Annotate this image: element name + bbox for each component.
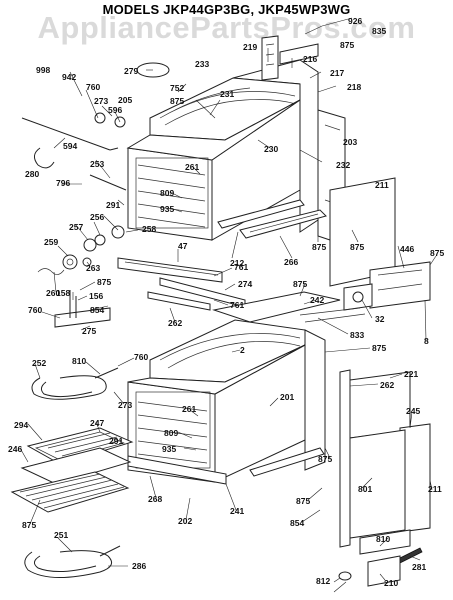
callout-875: 875 [293,279,307,289]
callout-263: 263 [86,263,100,273]
callout-281: 210 [384,578,398,588]
callout-2: 2 [240,345,245,355]
callout-286: 281 [412,562,426,572]
callout-935: 935 [162,444,176,454]
callout-245: 245 [406,406,420,416]
callout-596: 596 [108,105,122,115]
callout-760: 760 [134,352,148,362]
callout-256: 256 [90,212,104,222]
callout-875: 875 [296,496,310,506]
callout-875: 875 [350,242,364,252]
callout-875: 875 [430,248,444,258]
callout-268: 268 [148,494,162,504]
callout-752: 752 [170,83,184,93]
callout-266: 266 [284,257,298,267]
callout-labels: 926 835 875 219 216 217 218 998 942 279 … [8,16,444,588]
callout-232: 232 [336,160,350,170]
callout-211: 854 [290,518,304,528]
callout-761: 761 [234,262,248,272]
callout-253: 253 [90,159,104,169]
callout-211: 211 [375,180,389,190]
callout-251: 286 [132,561,146,571]
callout-262: 262 [168,318,182,328]
callout-233: 233 [195,59,209,69]
callout-219: 219 [243,42,257,52]
callout-241: 875 [22,520,36,530]
lower-oven-assembly [10,291,431,587]
callout-218: 218 [347,82,361,92]
callout-8: 8 [424,336,429,346]
callout-280: 280 [25,169,39,179]
diagram-title: MODELS JKP44GP3BG, JKP45WP3WG [102,2,351,17]
callout-203: 203 [343,137,357,147]
callout-875: 211 [428,484,442,494]
callout-760: 760 [28,305,42,315]
callout-854: 202 [178,516,192,526]
callout-926: 926 [348,16,362,26]
callout-258: 258 [142,224,156,234]
callout-810: 251 [54,530,68,540]
callout-594: 594 [63,141,77,151]
callout-810: 810 [72,356,86,366]
callout-854: 854 [90,305,104,315]
callout-998: 998 [36,65,50,75]
callout-158: 158 [56,288,70,298]
callout-212: 212 [230,258,244,268]
callout-210: 812 [316,576,330,586]
callout-273: 273 [118,400,132,410]
callout-262: 262 [380,380,394,390]
callout-273: 273 [94,96,108,106]
callout-32: 32 [375,314,385,324]
callout-260: 260 [46,288,60,298]
callout-246: 246 [8,444,22,454]
callout-833: 833 [350,330,364,340]
callout-809: 809 [164,428,178,438]
callout-221: 221 [404,369,418,379]
callout-217: 217 [330,68,344,78]
callout-942: 942 [62,72,76,82]
callout-809: 809 [160,188,174,198]
callout-760: 760 [86,82,100,92]
callout-216: 216 [303,54,317,64]
callout-294: 294 [14,420,28,430]
callout-291: 291 [106,200,120,210]
callout-279: 279 [124,66,138,76]
callout-875: 875 [170,96,184,106]
callout-247: 247 [90,418,104,428]
callout-275: 275 [82,326,96,336]
callout-156: 156 [89,291,103,301]
callout-274: 274 [238,279,252,289]
callout-261: 261 [182,404,196,414]
callout-291: 291 [109,436,123,446]
callout-796: 796 [56,178,70,188]
callout-252: 252 [32,358,46,368]
callout-801: 801 [358,484,372,494]
callout-875: 875 [340,40,354,50]
callout-201: 201 [280,392,294,402]
callout-875: 875 [372,343,386,353]
callout-875: 875 [318,454,332,464]
callout-205: 205 [118,95,132,105]
callout-875: 875 [312,242,326,252]
callout-47: 47 [178,241,188,251]
callout-446: 446 [400,244,414,254]
upper-oven-assembly [21,35,431,328]
callout-202: 241 [230,506,244,516]
callout-231: 231 [220,89,234,99]
callout-242: 242 [310,295,324,305]
callout-935: 935 [160,204,174,214]
callout-835: 835 [372,26,386,36]
callout-230: 230 [264,144,278,154]
callout-261: 261 [185,162,199,172]
callout-761: 761 [230,300,244,310]
callout-875: 810 [376,534,390,544]
callout-259: 259 [44,237,58,247]
leader-lines [19,17,437,593]
callout-875: 875 [97,277,111,287]
callout-257: 257 [69,222,83,232]
